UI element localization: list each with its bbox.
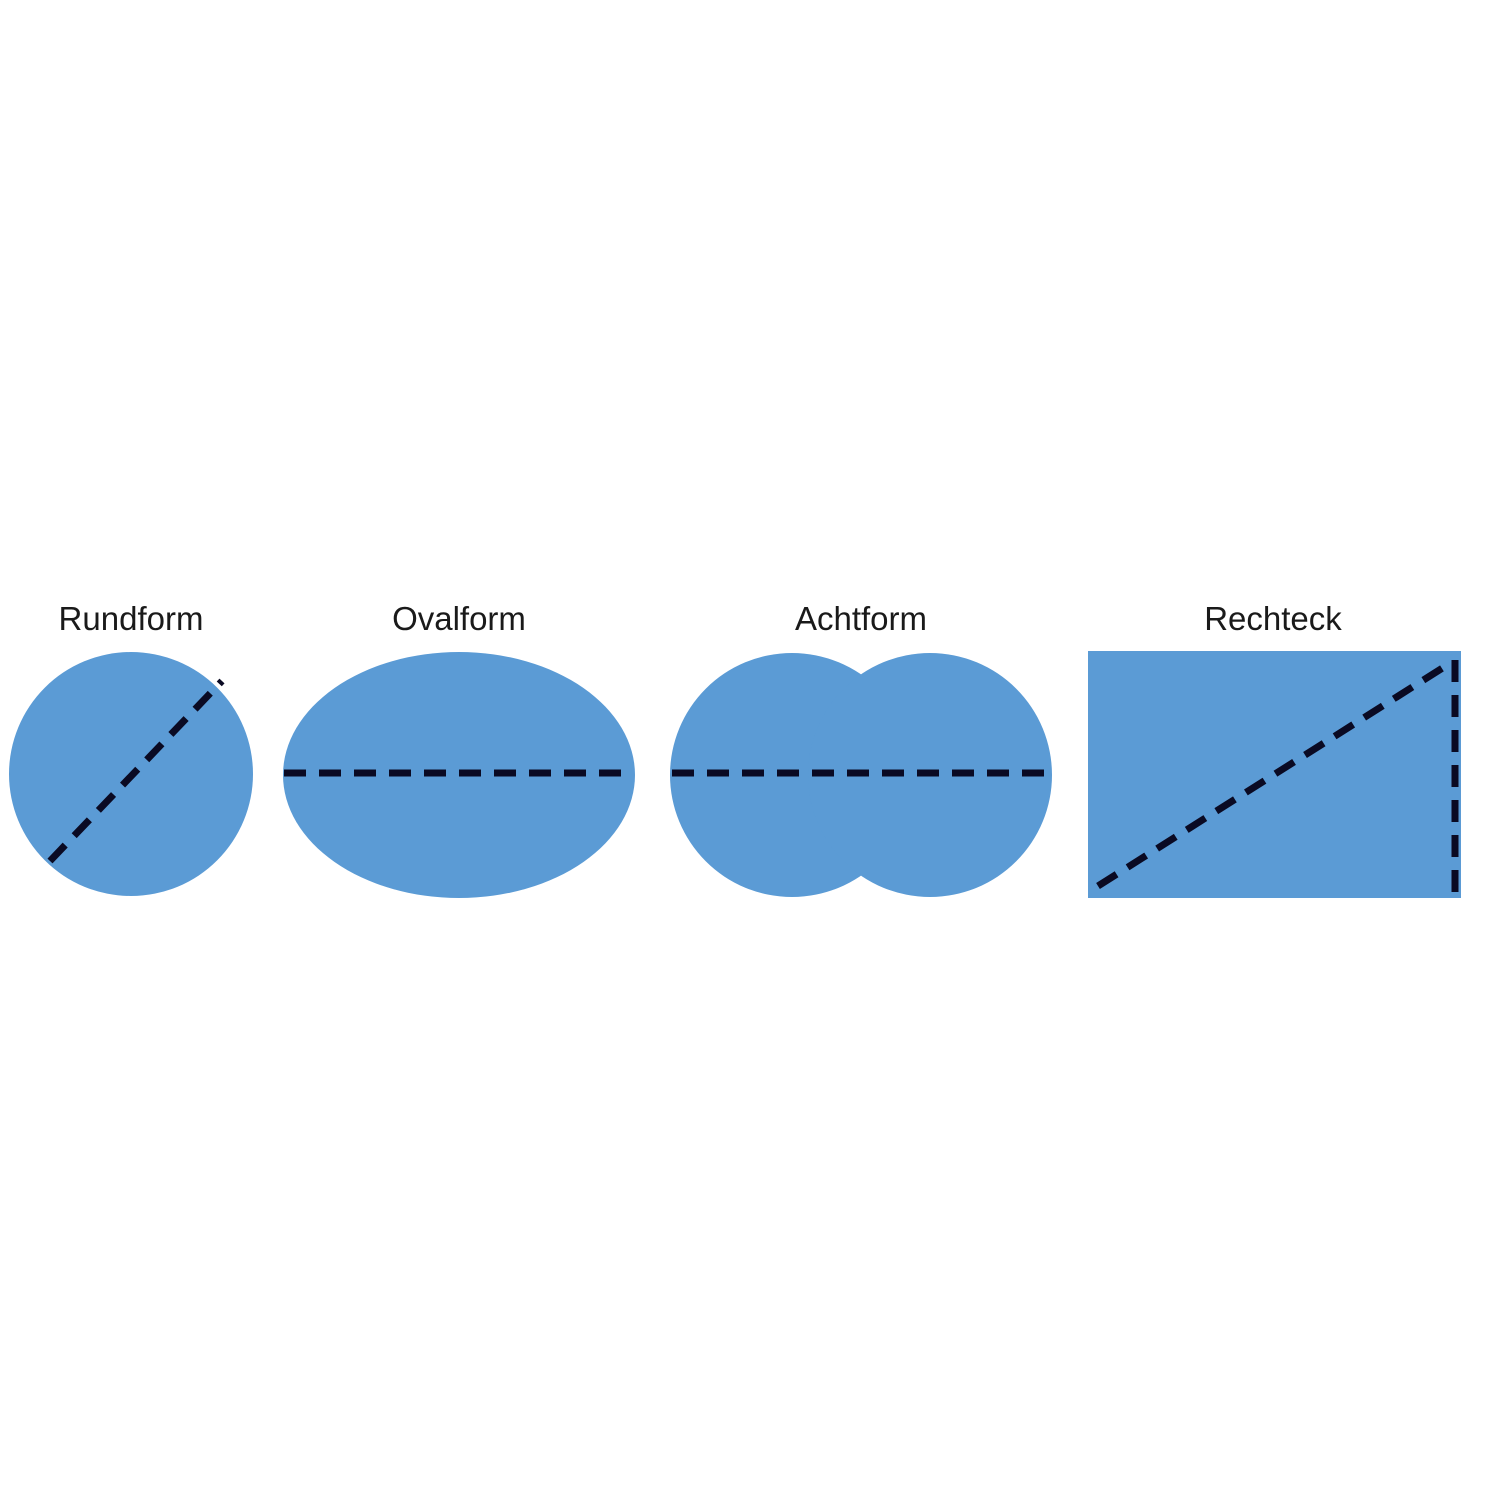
- shape-group-achtform: Achtform: [670, 600, 1052, 897]
- shape-label-rundform: Rundform: [59, 600, 204, 637]
- shape-group-rechteck: Rechteck: [1088, 600, 1461, 898]
- shape-label-rechteck: Rechteck: [1204, 600, 1342, 637]
- rundform-diagonal-dash-line: [47, 678, 225, 864]
- shape-group-ovalform: Ovalform: [283, 600, 635, 898]
- shape-group-rundform: Rundform: [9, 600, 253, 896]
- shape-label-ovalform: Ovalform: [392, 600, 526, 637]
- shape-label-achtform: Achtform: [795, 600, 927, 637]
